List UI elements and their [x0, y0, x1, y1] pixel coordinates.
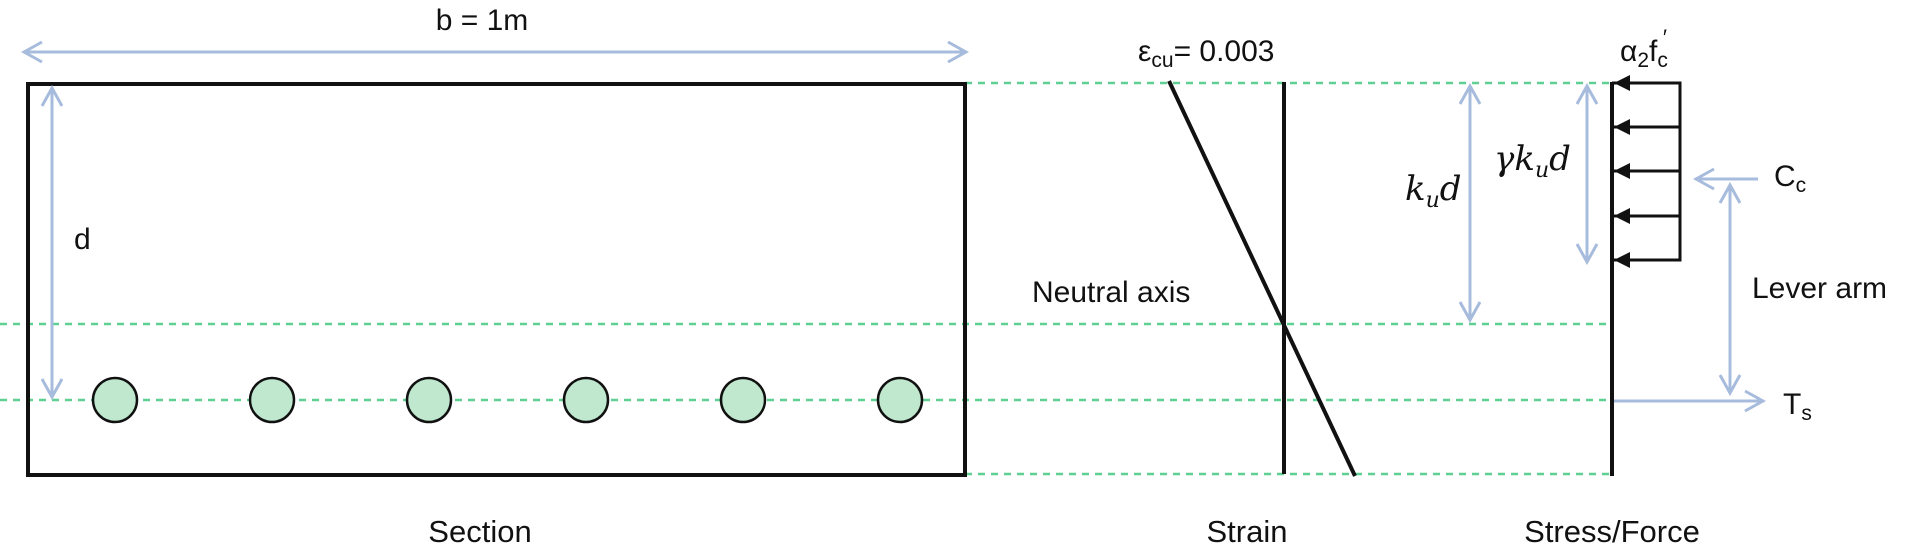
epsilon-subscript: cu — [1151, 49, 1173, 72]
fc-prime: ′ — [1663, 25, 1667, 50]
alpha-subscript: 2 — [1637, 49, 1649, 72]
kud-label: kud — [1405, 169, 1462, 213]
gamma-kud-u: u — [1535, 158, 1549, 183]
stress-caption: Stress/Force — [1524, 514, 1700, 549]
reinforcement-bar — [248, 376, 296, 424]
gamma-kud-label: γkud — [1494, 139, 1571, 183]
section-caption: Section — [428, 514, 531, 549]
section-group: b = 1m d Section — [24, 4, 966, 549]
stress-group: α2fc′ γkud Cc Lever arm Ts Stress/Force — [1494, 25, 1887, 549]
kud-d: d — [1440, 169, 1462, 209]
stress-block-label: α2fc′ — [1620, 25, 1668, 72]
depth-label: d — [74, 223, 91, 256]
tension-force-label: Ts — [1783, 388, 1812, 425]
gamma-symbol: γ — [1494, 139, 1515, 179]
reinforcement-bar — [405, 376, 453, 424]
section-outline — [26, 82, 967, 477]
strain-profile-line — [1167, 80, 1357, 477]
strain-caption: Strain — [1207, 514, 1288, 549]
neutral-axis-label: Neutral axis — [1032, 276, 1190, 309]
reinforcement-bar — [876, 376, 924, 424]
strain-top-label: εcu= 0.003 — [1138, 35, 1275, 72]
compression-force-subscript: c — [1796, 174, 1807, 197]
fc-symbol: f — [1649, 35, 1658, 68]
gamma-kud-k: k — [1514, 139, 1535, 179]
kud-k: k — [1405, 169, 1426, 209]
reinforcement-bar — [719, 376, 767, 424]
reference-lines — [0, 81, 1612, 476]
tension-force-symbol: T — [1783, 388, 1801, 421]
reinforcement-bar — [562, 376, 610, 424]
strain-value: = 0.003 — [1174, 35, 1275, 68]
lever-arm-label: Lever arm — [1752, 272, 1887, 305]
width-label: b = 1m — [436, 4, 529, 37]
kud-u: u — [1426, 188, 1440, 213]
stress-arrows — [1614, 75, 1680, 268]
compression-force-label: Cc — [1774, 160, 1806, 197]
fc-subscript: c — [1657, 49, 1668, 72]
reinforcement-bar — [91, 376, 139, 424]
epsilon-symbol: ε — [1138, 35, 1151, 68]
tension-force-subscript: s — [1801, 402, 1812, 425]
compression-force-symbol: C — [1774, 160, 1796, 193]
gamma-kud-d: d — [1549, 139, 1571, 179]
strain-group: εcu= 0.003 Neutral axis kud Strain — [1032, 35, 1470, 549]
reinforcement-bars — [91, 376, 924, 424]
alpha-symbol: α — [1620, 35, 1637, 68]
